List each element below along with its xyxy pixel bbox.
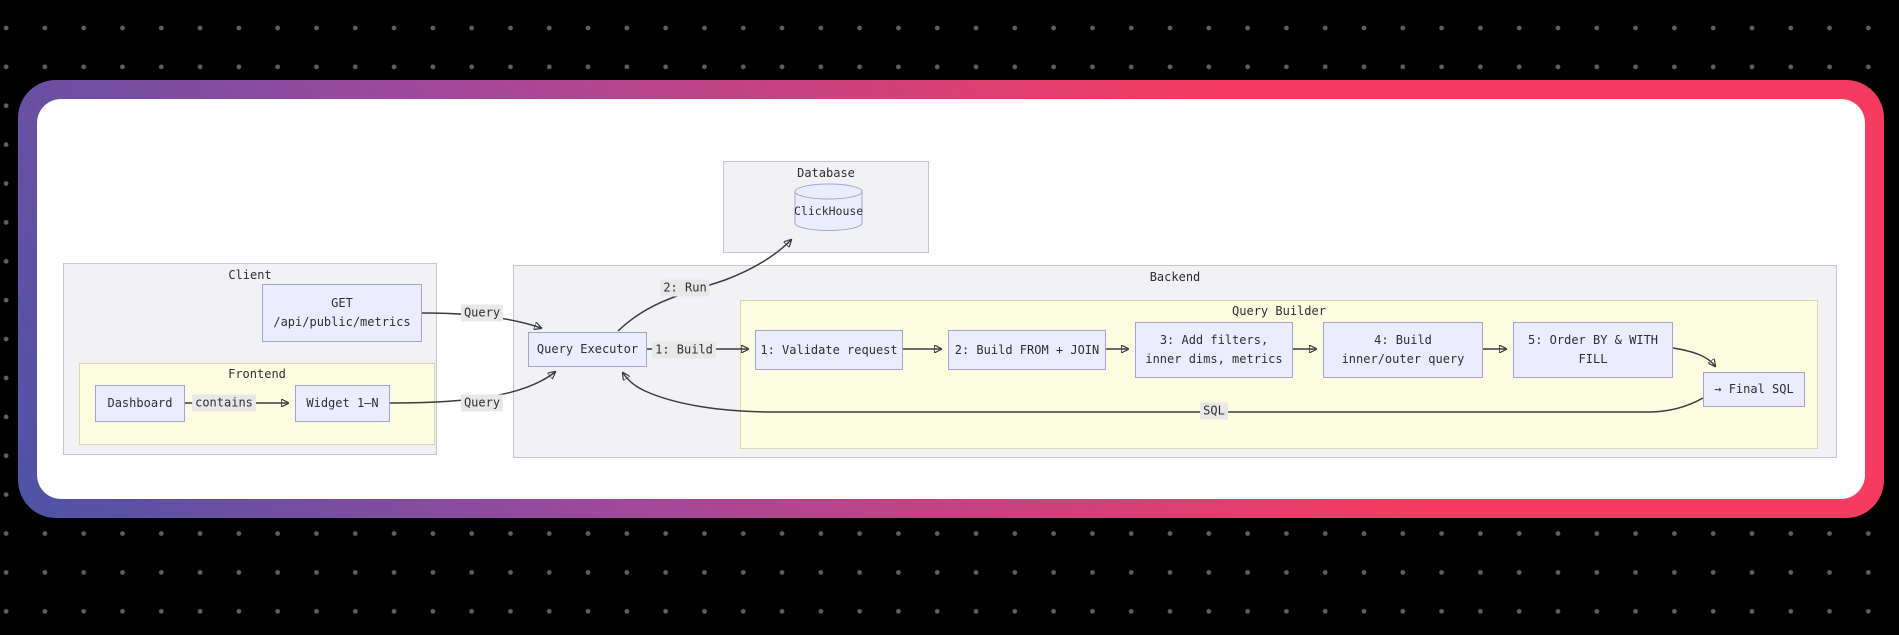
database-cylinder-icon [794, 183, 863, 231]
cluster-title-client: Client [228, 268, 272, 282]
node-step4: 4: Build inner/outer query [1323, 322, 1483, 378]
node-get: GET /api/public/metrics [262, 284, 422, 342]
node-get-line1: GET [331, 296, 353, 310]
edge-label-query-widget: Query [460, 394, 504, 412]
edge-label-build: 1: Build [652, 341, 716, 359]
node-step4-line1: 4: Build [1374, 333, 1432, 347]
cluster-title-backend: Backend [1149, 270, 1201, 284]
cluster-title-query-builder: Query Builder [1232, 304, 1326, 318]
node-clickhouse: ClickHouse [794, 183, 863, 232]
node-final-sql: → Final SQL [1703, 372, 1805, 407]
edge-label-run: 2: Run [660, 279, 710, 297]
node-step3-line2: inner dims, metrics [1145, 352, 1283, 366]
node-widget: Widget 1–N [295, 385, 390, 422]
node-step2: 2: Build FROM + JOIN [948, 330, 1106, 370]
edge-label-contains: contains [192, 394, 256, 412]
node-get-line2: /api/public/metrics [273, 315, 411, 329]
node-step3-line1: 3: Add filters, [1159, 333, 1269, 347]
node-query-executor: Query Executor [528, 332, 647, 367]
node-step5-line1: 5: Order BY & WITH [1527, 333, 1659, 347]
node-step5: 5: Order BY & WITH FILL [1513, 322, 1673, 378]
node-step4-line2: inner/outer query [1341, 352, 1465, 366]
node-step3: 3: Add filters, inner dims, metrics [1135, 322, 1293, 378]
node-dashboard: Dashboard [95, 385, 185, 422]
node-step5-line2: FILL [1578, 352, 1608, 366]
cluster-title-frontend: Frontend [228, 367, 286, 381]
cluster-title-database: Database [797, 166, 855, 180]
node-clickhouse-label: ClickHouse [794, 204, 864, 218]
edge-label-sql: SQL [1200, 402, 1228, 420]
edge-label-query-get: Query [460, 304, 504, 322]
node-step1: 1: Validate request [755, 330, 903, 370]
